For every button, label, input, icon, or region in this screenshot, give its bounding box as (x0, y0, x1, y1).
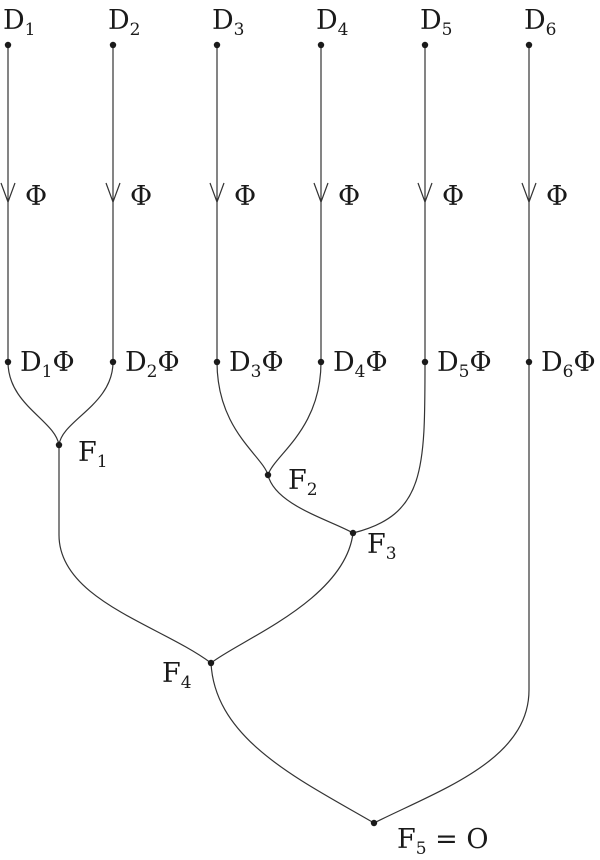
edge-f1-f4 (58, 445, 212, 664)
arrow-label-2: Φ (130, 181, 152, 212)
label-d6phi: D6Φ (541, 347, 596, 382)
node-dot-d1 (4, 41, 12, 49)
edge-d5phi-f3 (352, 361, 426, 534)
label-d4phi: D4Φ (333, 347, 388, 382)
edge-d3phi-f2 (216, 361, 269, 476)
node-dot-d2phi (109, 358, 117, 366)
arrow-label-1: Φ (25, 181, 47, 212)
node-dot-d2 (109, 41, 117, 49)
node-dot-d1phi (4, 358, 12, 366)
label-d3phi: D3Φ (229, 347, 284, 382)
node-dot-d5 (421, 41, 429, 49)
label-f4: F4 (162, 658, 192, 693)
arrow-label-5: Φ (442, 181, 464, 212)
arrowhead-4 (313, 182, 329, 204)
label-f2: F2 (288, 465, 318, 500)
arrowhead-6 (521, 182, 537, 204)
edge-d1phi-f1 (7, 361, 60, 446)
label-d4: D4 (316, 5, 348, 40)
arrow-label-6: Φ (546, 181, 568, 212)
label-f1: F1 (78, 437, 108, 472)
label-f3: F3 (367, 529, 397, 564)
image-labels: D1Φ D2Φ D3Φ D4Φ D5Φ D6Φ (20, 347, 596, 382)
label-d2: D2 (108, 5, 140, 40)
merge-labels: F1 F2 F3 F4 F5 = O (78, 437, 489, 859)
node-dot-f2 (264, 471, 272, 479)
edge-f2-f3 (267, 474, 354, 534)
node-dots (4, 41, 533, 827)
node-dot-f3 (349, 529, 357, 537)
node-dot-d6 (525, 41, 533, 49)
label-d2phi: D2Φ (125, 347, 180, 382)
node-dot-d4phi (317, 358, 325, 366)
node-dot-f1 (55, 441, 63, 449)
arrow-label-3: Φ (234, 181, 256, 212)
node-dot-d4 (317, 41, 325, 49)
merge-edges (7, 361, 530, 824)
arrow-labels: Φ Φ Φ Φ Φ Φ (25, 181, 568, 212)
label-f5: F5 = O (397, 824, 489, 859)
node-dot-f5 (370, 819, 378, 827)
arrowhead-5 (417, 182, 433, 204)
edge-d6phi-f5 (373, 362, 530, 824)
node-dot-d3phi (213, 358, 221, 366)
arrow-label-4: Φ (338, 181, 360, 212)
edge-f4-f5 (210, 662, 375, 824)
label-d5phi: D5Φ (437, 347, 492, 382)
label-d5: D5 (420, 5, 452, 40)
edge-f3-f4 (210, 532, 354, 664)
label-d6: D6 (524, 5, 556, 40)
edge-d2phi-f1 (58, 361, 114, 446)
arrowheads (0, 182, 537, 204)
top-labels: D1 D2 D3 D4 D5 D6 (3, 5, 556, 40)
arrowhead-2 (105, 182, 121, 204)
node-dot-d3 (213, 41, 221, 49)
label-d1phi: D1Φ (20, 347, 75, 382)
edge-d4phi-f2 (267, 361, 322, 476)
node-dot-f4 (207, 659, 215, 667)
label-d1: D1 (3, 5, 35, 40)
label-d3: D3 (212, 5, 244, 40)
arrowhead-1 (0, 182, 16, 204)
node-dot-d5phi (421, 358, 429, 366)
arrowhead-3 (209, 182, 225, 204)
node-dot-d6phi (525, 358, 533, 366)
